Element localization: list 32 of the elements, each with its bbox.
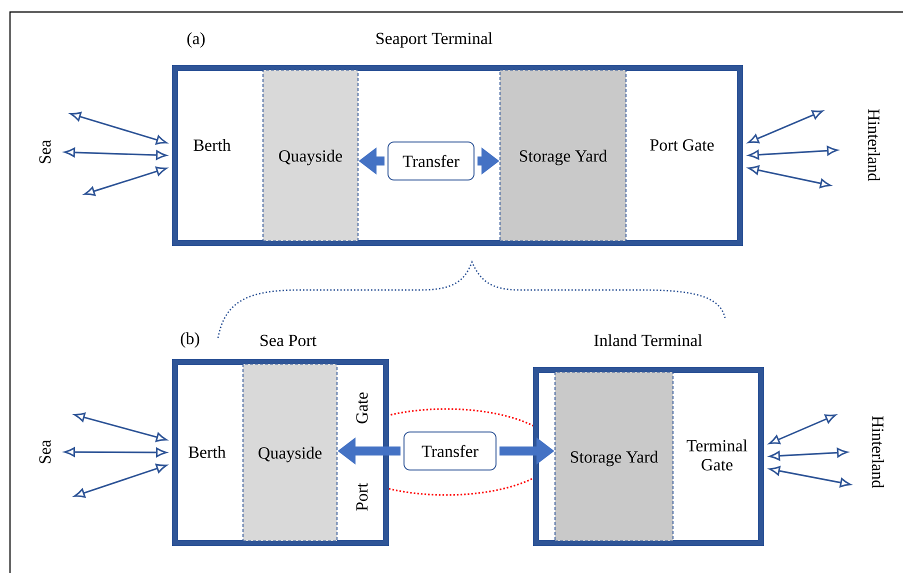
area-box: Storage Yard <box>500 70 626 242</box>
arrow <box>768 414 836 444</box>
arrow <box>74 412 167 442</box>
transfer-box: Transfer <box>404 432 496 470</box>
arrow <box>748 165 831 188</box>
arrow <box>748 110 824 144</box>
region-label: Berth <box>194 139 231 151</box>
region-label: Hinterland <box>868 109 880 182</box>
area-box: Storage Yard <box>554 372 674 542</box>
node-label: Sea Port <box>260 334 316 346</box>
region-label: (a) <box>187 32 205 48</box>
region-label: Sea <box>39 440 51 464</box>
area-box: Quayside <box>262 70 358 242</box>
region-label: Sea <box>39 140 51 164</box>
region-label: Hinterland <box>872 416 884 488</box>
region-label: Gate <box>356 392 368 424</box>
transfer-box: Transfer <box>388 142 474 180</box>
arrow <box>64 148 167 160</box>
region-label: Berth <box>188 446 226 458</box>
area-box: Quayside <box>242 364 338 542</box>
arrow <box>748 146 838 160</box>
arrow <box>74 464 168 498</box>
region-label: Port <box>356 482 368 511</box>
arrow <box>769 466 851 488</box>
arrow <box>84 166 167 196</box>
arrow <box>70 112 167 145</box>
arrow <box>769 448 848 461</box>
node-label: Inland Terminal <box>594 334 702 346</box>
node-label: Seaport Terminal <box>376 32 492 48</box>
arrow <box>64 447 167 458</box>
region-label: (b) <box>180 332 200 348</box>
region-label: Port Gate <box>650 139 714 151</box>
